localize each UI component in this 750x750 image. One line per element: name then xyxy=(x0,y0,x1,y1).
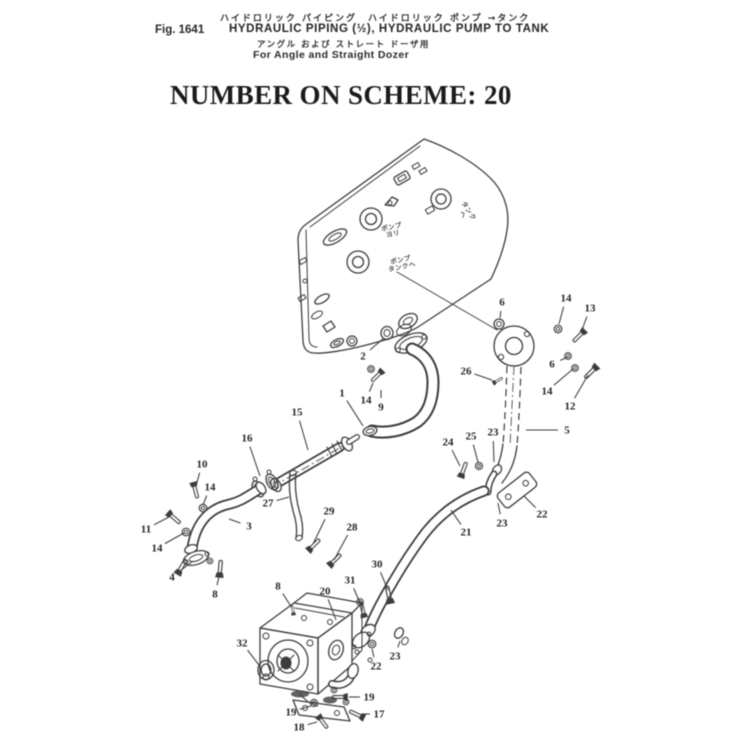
callout-leader xyxy=(299,705,312,710)
callout-number: 10 xyxy=(197,459,209,471)
scheme-heading: NUMBER ON SCHEME: 20 xyxy=(170,80,512,110)
callout-leader xyxy=(282,593,293,609)
callout-leader xyxy=(499,310,502,319)
callout-leader xyxy=(164,532,185,545)
callout-leader xyxy=(312,518,326,545)
callout-leader xyxy=(353,588,362,606)
callout-number: 23 xyxy=(497,518,509,530)
callout-leader xyxy=(369,337,385,351)
callout-leader xyxy=(368,382,374,392)
callout-leader xyxy=(195,472,201,487)
callout-number: 31 xyxy=(345,575,356,587)
callout-leader xyxy=(380,572,389,591)
callout-number: 22 xyxy=(371,661,383,673)
panel-note: ポンプヨリ xyxy=(380,220,404,240)
callout-number: 19 xyxy=(364,692,376,704)
callout-leader xyxy=(397,640,401,648)
callout-number: 16 xyxy=(242,433,254,445)
callout-leader xyxy=(202,495,208,506)
callout-number: 23 xyxy=(390,651,402,663)
callout-number: 8 xyxy=(212,589,218,601)
callout-leader xyxy=(371,648,375,658)
callout-number: 8 xyxy=(275,581,281,593)
return-tube xyxy=(456,318,601,509)
callout-leader xyxy=(492,440,495,463)
callout-leader xyxy=(450,509,462,525)
panel-note: タンクヘ xyxy=(454,199,479,225)
callout-number: 3 xyxy=(246,521,252,533)
callout-leader xyxy=(574,374,589,399)
panel-note: ポンプタンクヘ xyxy=(386,252,417,273)
callout-leader xyxy=(558,306,565,325)
callout-number: 17 xyxy=(374,709,386,721)
callout-leader xyxy=(276,496,290,502)
figure-subtitle: For Angle and Straight Dozer xyxy=(253,49,410,61)
callout-number: 1 xyxy=(339,388,345,400)
callout-leader xyxy=(474,373,493,381)
callout-number: 13 xyxy=(585,303,597,315)
callout-number: 32 xyxy=(237,638,249,650)
figure-number: Fig. 1641 xyxy=(155,24,205,36)
callout-number: 14 xyxy=(542,386,554,398)
callout-number: 4 xyxy=(169,572,175,584)
callout-number: 28 xyxy=(347,522,359,534)
callout-number: 14 xyxy=(152,543,164,555)
callout-number: 27 xyxy=(263,498,275,510)
callout-leader xyxy=(153,516,170,526)
callout-number: 20 xyxy=(320,586,332,598)
callout-number: 24 xyxy=(443,437,455,449)
callout-number: 9 xyxy=(378,402,384,414)
callout-number: 23 xyxy=(488,427,500,439)
callout-leader xyxy=(307,721,318,726)
callout-number: 15 xyxy=(292,407,304,419)
callout-number: 14 xyxy=(361,395,373,407)
callout-number: 30 xyxy=(372,559,384,571)
callout-leader xyxy=(523,495,537,509)
figure-subtitle-jp: アングル および ストレート ドーザ用 xyxy=(257,40,430,50)
callout-leader xyxy=(249,446,261,477)
callout-number: 18 xyxy=(294,722,306,734)
figure-title: HYDRAULIC PIPING (½), HYDRAULIC PUMP TO … xyxy=(229,23,550,35)
callout-leader xyxy=(228,518,241,524)
callout-leader xyxy=(327,599,337,621)
callout-leader xyxy=(553,368,574,386)
callout-number: 2 xyxy=(360,351,366,363)
callout-leader xyxy=(298,420,309,451)
callout-number: 25 xyxy=(466,431,478,443)
callout-number: 19 xyxy=(286,707,298,719)
callout-leader xyxy=(560,356,569,361)
callout-number: 11 xyxy=(141,524,151,536)
callout-leader xyxy=(247,649,260,666)
callout-leader xyxy=(472,444,479,463)
callout-number: 14 xyxy=(205,482,217,494)
callout-number: 14 xyxy=(561,293,573,305)
callout-number: 22 xyxy=(537,509,549,521)
hose-pump-to-tank xyxy=(362,325,440,439)
pump-tube-and-clamps xyxy=(251,434,360,570)
callout-number: 26 xyxy=(461,366,473,378)
callout-leader xyxy=(581,316,588,331)
tank-panel xyxy=(297,138,509,354)
figure-title-jp: ハイドロリック パイピング ハイドロリック ポンプ →タンク xyxy=(220,14,531,24)
callout-number: 29 xyxy=(324,506,336,518)
callout-leader xyxy=(497,502,501,515)
callout-number: 5 xyxy=(564,425,570,437)
callout-leader xyxy=(346,400,364,427)
callout-number: 21 xyxy=(461,527,472,539)
callout-number: 6 xyxy=(549,359,555,371)
callout-number: 12 xyxy=(565,401,577,413)
elbow-pipe xyxy=(164,480,267,579)
callout-leader xyxy=(178,560,194,572)
hydraulic-pump xyxy=(257,584,396,731)
callout-leader xyxy=(333,534,349,561)
callout-number: 6 xyxy=(499,297,505,309)
callout-leader xyxy=(451,449,461,467)
suction-hose xyxy=(351,485,490,650)
callout-leader xyxy=(216,571,221,586)
